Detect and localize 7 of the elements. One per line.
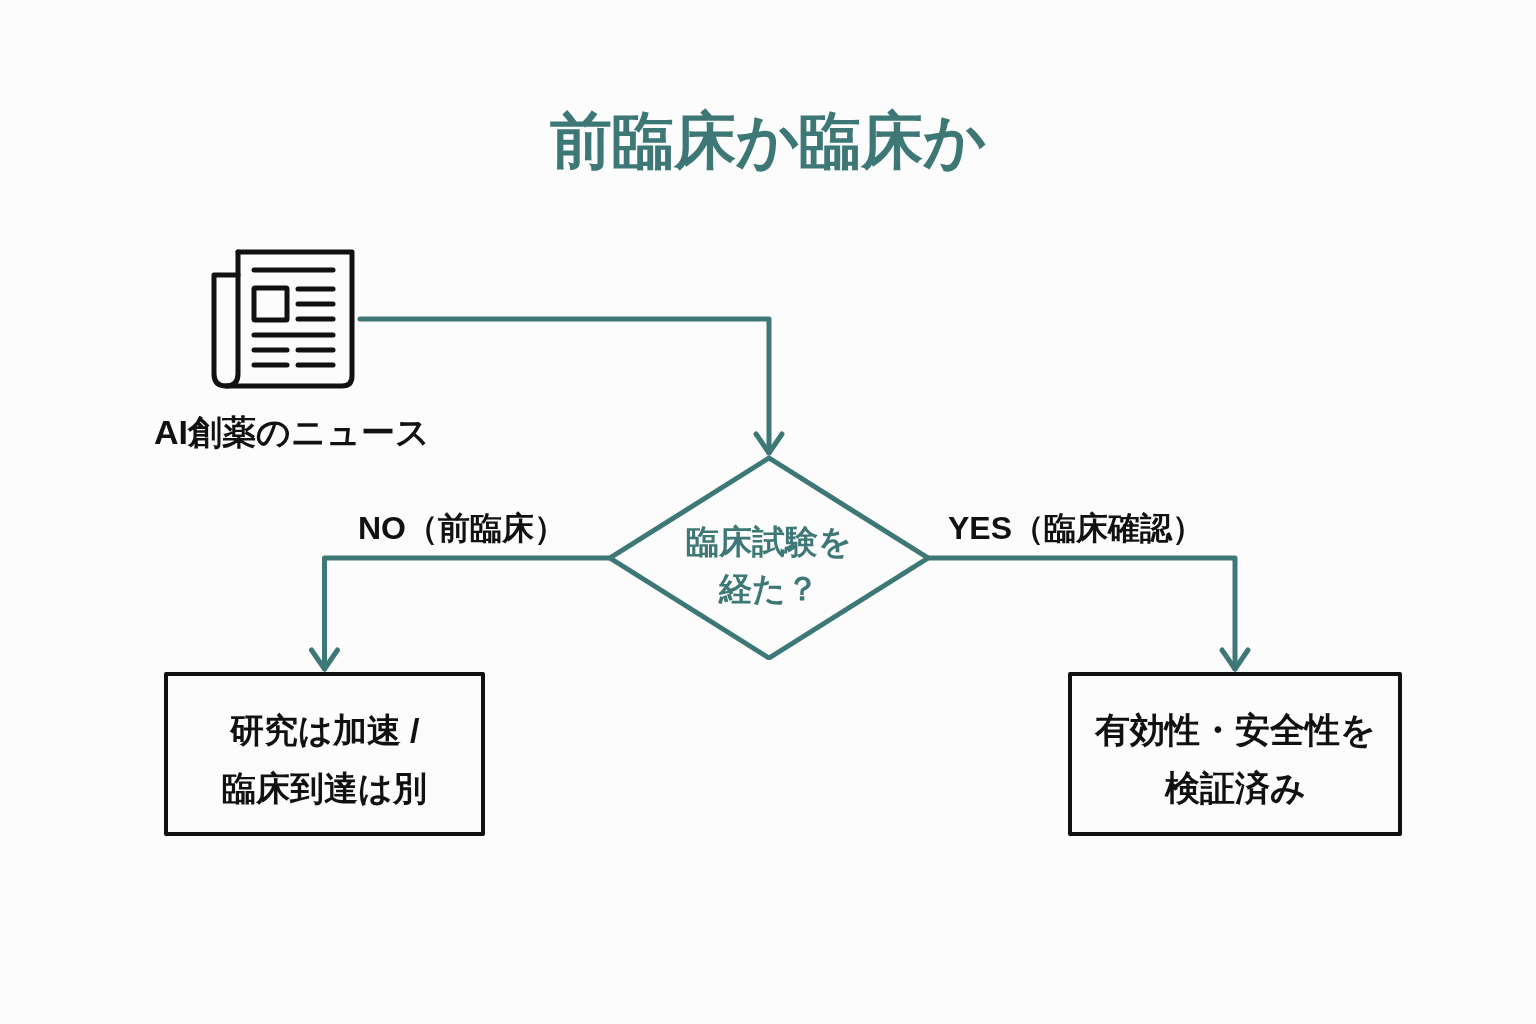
process-box: 有効性・安全性を検証済み [1068, 672, 1402, 836]
node-label: AI創薬のニュース [154, 412, 430, 453]
newspaper-icon [210, 248, 358, 390]
decision-diamond: 臨床試験を経た？ [608, 456, 930, 660]
arrow [357, 316, 785, 456]
process-box: 研究は加速 / 臨床到達は別 [164, 672, 485, 836]
title: 前臨床か臨床か [550, 105, 986, 177]
